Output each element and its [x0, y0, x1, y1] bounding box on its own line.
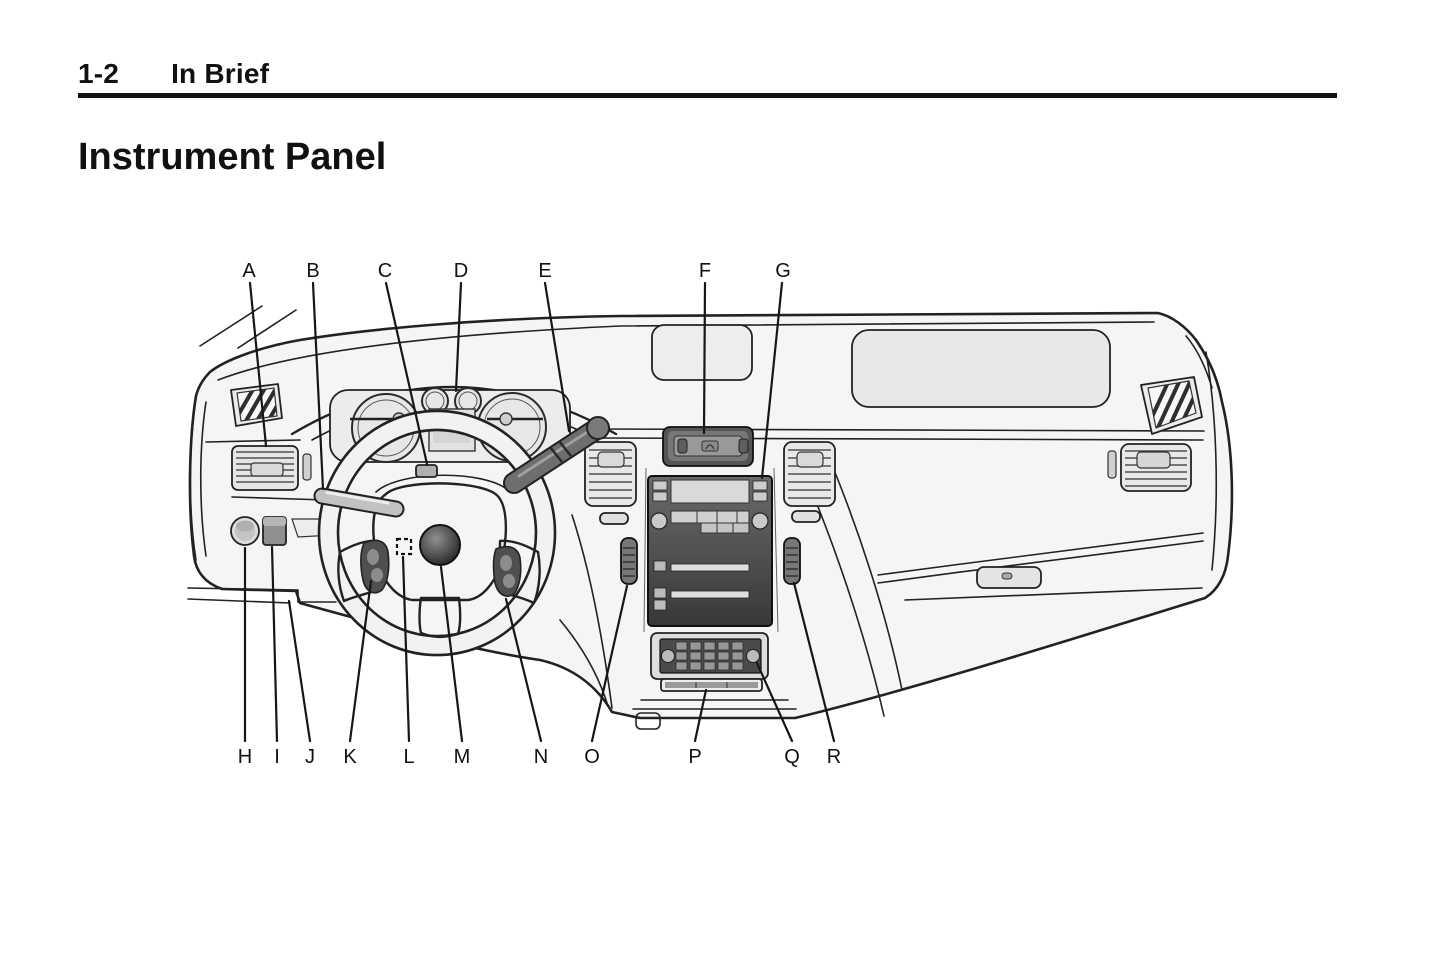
a-pillar-lines	[199, 305, 297, 349]
wheel-bottom-spoke	[418, 596, 462, 639]
callout-P: P	[688, 746, 701, 768]
leader-F	[702, 281, 707, 435]
center-right-vent	[783, 441, 836, 507]
passenger-airbag-panel	[851, 329, 1111, 408]
right-pill-button	[791, 510, 821, 523]
right-thumbwheel	[783, 537, 801, 585]
turn-signal-lever	[313, 487, 405, 518]
leader-A	[248, 281, 268, 448]
callout-I: I	[274, 746, 280, 768]
exterior-lamp-knob	[230, 516, 260, 546]
leader-R	[792, 581, 836, 743]
left-corner-vent	[230, 383, 283, 427]
callout-M: M	[454, 746, 471, 768]
driver-side-vent	[231, 445, 312, 491]
leader-J	[287, 599, 312, 743]
callout-K: K	[343, 746, 357, 768]
leader-E	[543, 281, 571, 433]
callout-H: H	[238, 746, 252, 768]
radio-knob-right	[751, 512, 769, 530]
climate-control-panel	[650, 632, 769, 680]
console-left-flank	[559, 514, 613, 709]
leader-G	[760, 281, 784, 480]
callout-L: L	[403, 746, 414, 768]
wiper-lever	[503, 416, 610, 494]
right-end-cap	[1185, 335, 1218, 571]
header-rule	[78, 93, 1337, 98]
callout-N: N	[534, 746, 548, 768]
radio	[647, 475, 773, 627]
leader-C	[384, 281, 429, 466]
left-spoke-controls	[360, 539, 390, 594]
wheel-right-spoke	[498, 539, 541, 605]
page-number: 1-2	[78, 58, 120, 89]
dimmer-button	[262, 516, 287, 546]
callout-B: B	[306, 260, 319, 282]
callout-Q: Q	[784, 746, 800, 768]
section-title: In Brief	[171, 58, 270, 89]
center-vent	[662, 426, 754, 467]
passenger-side-vent	[1107, 443, 1192, 492]
callout-O: O	[584, 746, 600, 768]
glove-box-seam	[877, 532, 1204, 601]
leader-P	[693, 688, 708, 743]
glove-box-handle	[976, 566, 1042, 589]
center-left-vent	[584, 441, 637, 507]
leader-D	[454, 281, 463, 393]
cd-slot-1	[670, 563, 750, 572]
callout-leader-lines	[243, 281, 836, 743]
callout-R: R	[827, 746, 841, 768]
radio-display	[670, 479, 750, 504]
leader-M	[439, 565, 464, 743]
console-bottom	[632, 699, 797, 710]
left-thumbwheel	[620, 537, 638, 585]
steering-column-hood	[375, 474, 509, 493]
callout-G: G	[775, 260, 791, 282]
leader-B	[311, 281, 325, 491]
right-spoke-controls	[492, 545, 522, 597]
callout-E: E	[538, 260, 551, 282]
callout-F: F	[699, 260, 711, 282]
left-pill-button	[599, 512, 629, 525]
page-heading: Instrument Panel	[78, 136, 387, 178]
leader-Q	[755, 661, 794, 743]
horn-pad-hub	[419, 524, 461, 566]
leader-I	[270, 545, 279, 743]
wheel-marker-square	[395, 537, 413, 556]
leader-O	[590, 584, 629, 743]
cd-slot-2	[670, 590, 750, 599]
left-end-cap	[189, 397, 207, 561]
climate-lower-strip	[660, 678, 763, 692]
callout-J: J	[305, 746, 315, 768]
wheel-left-spoke	[337, 539, 380, 603]
callout-C: C	[378, 260, 392, 282]
page-header: 1-2 In Brief	[78, 58, 269, 90]
callout-D: D	[454, 260, 468, 282]
leader-K	[348, 579, 373, 743]
callout-A: A	[242, 260, 256, 282]
steering-wheel	[317, 409, 557, 657]
dash-top-storage	[651, 324, 753, 381]
leader-N	[504, 597, 543, 743]
leader-L	[401, 555, 411, 743]
cluster-button	[415, 464, 438, 478]
radio-knob-left	[650, 512, 668, 530]
callout-letters: A B C D E F G H I J K L M N O P Q R	[238, 260, 841, 768]
